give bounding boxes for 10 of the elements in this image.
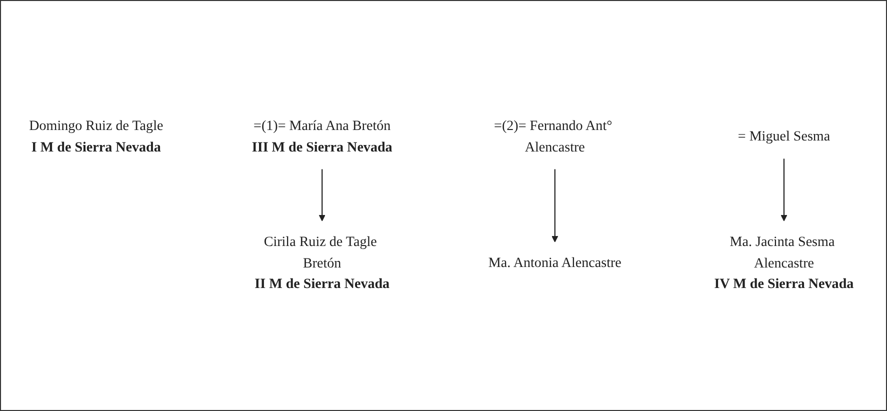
node-text: = Miguel Sesma xyxy=(738,128,830,144)
node-text: =(1)= María Ana Bretón III M de Sierra Nevada xyxy=(252,118,392,155)
node-text: Ma. Jacinta Sesma Alencastre IV M de Sierra Nevada xyxy=(714,234,854,292)
node-text: Domingo Ruiz de Tagle I M de Sierra Nevada xyxy=(29,118,164,155)
node-text: Cirila Ruiz de Tagle Bretón II M de Sierra Nevada xyxy=(254,234,390,292)
arrow xyxy=(780,158,788,222)
arrow xyxy=(552,169,558,242)
node-text: Ma. Antonia Alencastre xyxy=(488,255,622,271)
node-text: =(2)= Fernando Ant° Alencastre xyxy=(494,118,612,155)
arrow xyxy=(318,169,326,222)
